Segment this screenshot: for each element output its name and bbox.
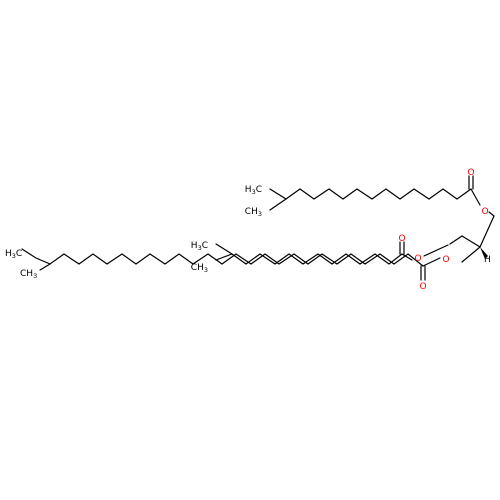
top-acyl-chain [269, 188, 472, 200]
h3c-left-group: H3C [5, 249, 22, 260]
glycerol-c2-c3 [461, 235, 481, 248]
ch3-left-group: CH3 [20, 269, 37, 280]
atom-label-layer: O O O O O O H H3C CH3 H3C CH3 H3C CH3 [5, 168, 491, 292]
glycerol-c1-c2 [479, 215, 495, 248]
top-ester-co-bond [470, 188, 481, 206]
bottom-acyl-chain [21, 248, 424, 267]
bottom-methyl-branch [39, 263, 51, 271]
glycerol-c3-o [449, 235, 463, 245]
o-ester2-carbonyl: O [398, 234, 405, 244]
o-ester3-ether: O [442, 255, 449, 265]
o-ester3-carbonyl: O [419, 282, 426, 292]
h3c-top-group: H3C [245, 185, 262, 196]
h3c-middle-group: H3C [191, 241, 208, 252]
o-ester1-ether: O [481, 207, 488, 217]
h-stereo-atom: H [484, 255, 491, 265]
bond-layer [21, 175, 495, 281]
o-ester2-ether: O [414, 254, 421, 264]
top-ester-oc-bond [488, 211, 495, 217]
glycerol-c2-o [461, 246, 481, 263]
top-isopropyl-branch [269, 198, 287, 211]
middle-ester-oc-bond [423, 244, 449, 257]
middle-isopropyl-branch [215, 243, 233, 255]
stereo-wedge-bond [480, 247, 488, 259]
bottom-ester-co-bond [422, 257, 441, 267]
middle-ester-co-bond [401, 253, 413, 261]
ch3-top-group: CH3 [245, 207, 262, 218]
ch3-middle-group: CH3 [191, 263, 208, 274]
o-ester1-carbonyl: O [467, 168, 474, 178]
